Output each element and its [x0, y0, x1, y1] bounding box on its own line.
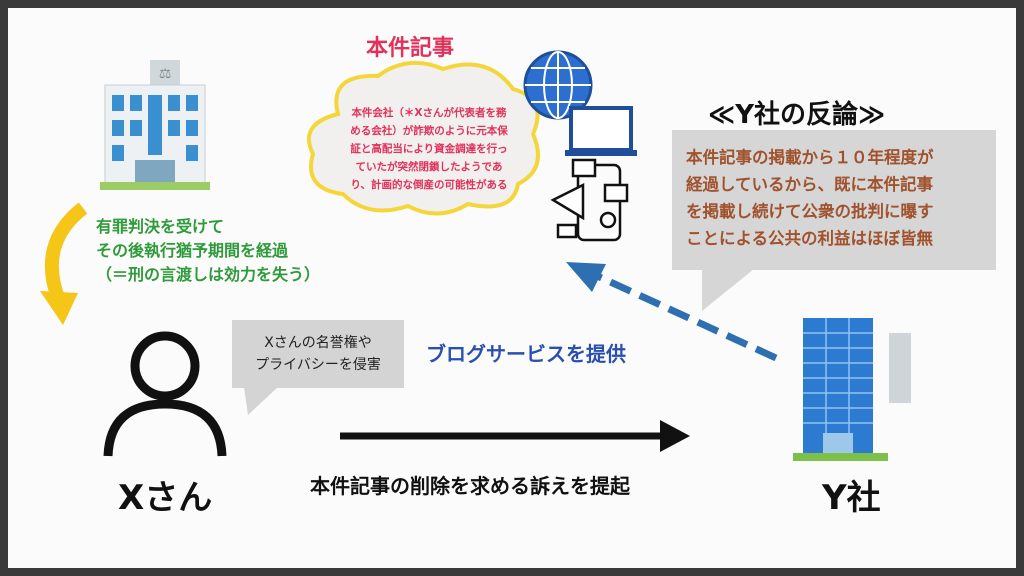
- rebuttal-tail: [702, 269, 754, 311]
- article-line: ていたが突然閉鎖したようであ: [355, 161, 503, 173]
- bubble-tail: [244, 387, 278, 415]
- yellow-curved-arrow: [40, 203, 88, 325]
- diagram-canvas: ⚖ 本件記事 本件会社（＊Xさんが代表者を務 める会社）が詐欺のように元本保 証…: [8, 8, 1016, 568]
- internet-media-icon: [523, 50, 637, 242]
- rebuttal-line: 本件記事の掲載から１０年程度が: [686, 148, 934, 167]
- rebuttal-line: を掲載し続けて公衆の批判に曝す: [686, 202, 934, 221]
- blog-service-dashed-arrow: [591, 270, 778, 362]
- x-claim-bubble: Xさんの名誉権や プライバシーを侵害: [232, 320, 404, 388]
- y-label: Y社: [822, 478, 881, 518]
- x-label: Xさん: [118, 478, 213, 518]
- laptop-icon: [565, 106, 637, 156]
- article-line: 証と高配当により資金調達を行っ: [350, 143, 508, 155]
- svg-text:⚖: ⚖: [159, 66, 172, 82]
- cloud-shape: [307, 60, 540, 216]
- history-line: その後執行猶予期間を経過: [96, 241, 289, 260]
- rebuttal-line: ことによる公共の利益はほぼ皆無: [686, 229, 934, 248]
- article-summary: 本件会社（＊Xさんが代表者を務 める会社）が詐欺のように元本保 証と高配当により…: [320, 104, 538, 194]
- person-icon: [103, 331, 227, 457]
- lawsuit-label: 本件記事の削除を求める訴えを提起: [310, 474, 630, 498]
- arrowhead: [566, 262, 606, 292]
- office-building-icon: [793, 318, 911, 461]
- article-line: 本件会社（＊Xさんが代表者を務: [351, 107, 507, 119]
- arrows-layer: [340, 262, 778, 452]
- article-line: める会社）が詐欺のように元本保: [350, 125, 508, 137]
- globe-icon: [523, 50, 593, 120]
- article-line: り、計画的な倒産の可能性がある: [350, 179, 508, 191]
- rebuttal-title: ≪Y社の反論≫: [708, 100, 886, 130]
- blog-service-label: ブログサービスを提供: [426, 342, 626, 366]
- criminal-history-text: 有罪判決を受けて その後執行猶予期間を経過 （＝刑の言渡しは効力を失う）: [96, 215, 320, 287]
- history-line: 有罪判決を受けて: [96, 217, 225, 236]
- history-line: （＝刑の言渡しは効力を失う）: [96, 265, 321, 284]
- rebuttal-line: 経過しているから、既に本件記事: [686, 175, 934, 194]
- courthouse-icon: ⚖: [100, 60, 210, 190]
- article-title: 本件記事: [366, 36, 455, 61]
- arrowhead: [660, 420, 690, 452]
- claim-line: Xさんの名誉権や: [264, 335, 372, 351]
- rebuttal-box: 本件記事の掲載から１０年程度が 経過しているから、既に本件記事 を掲載し続けて公…: [672, 130, 996, 270]
- phone-megaphone-icon: [550, 158, 629, 242]
- claim-line: プライバシーを侵害: [255, 357, 381, 373]
